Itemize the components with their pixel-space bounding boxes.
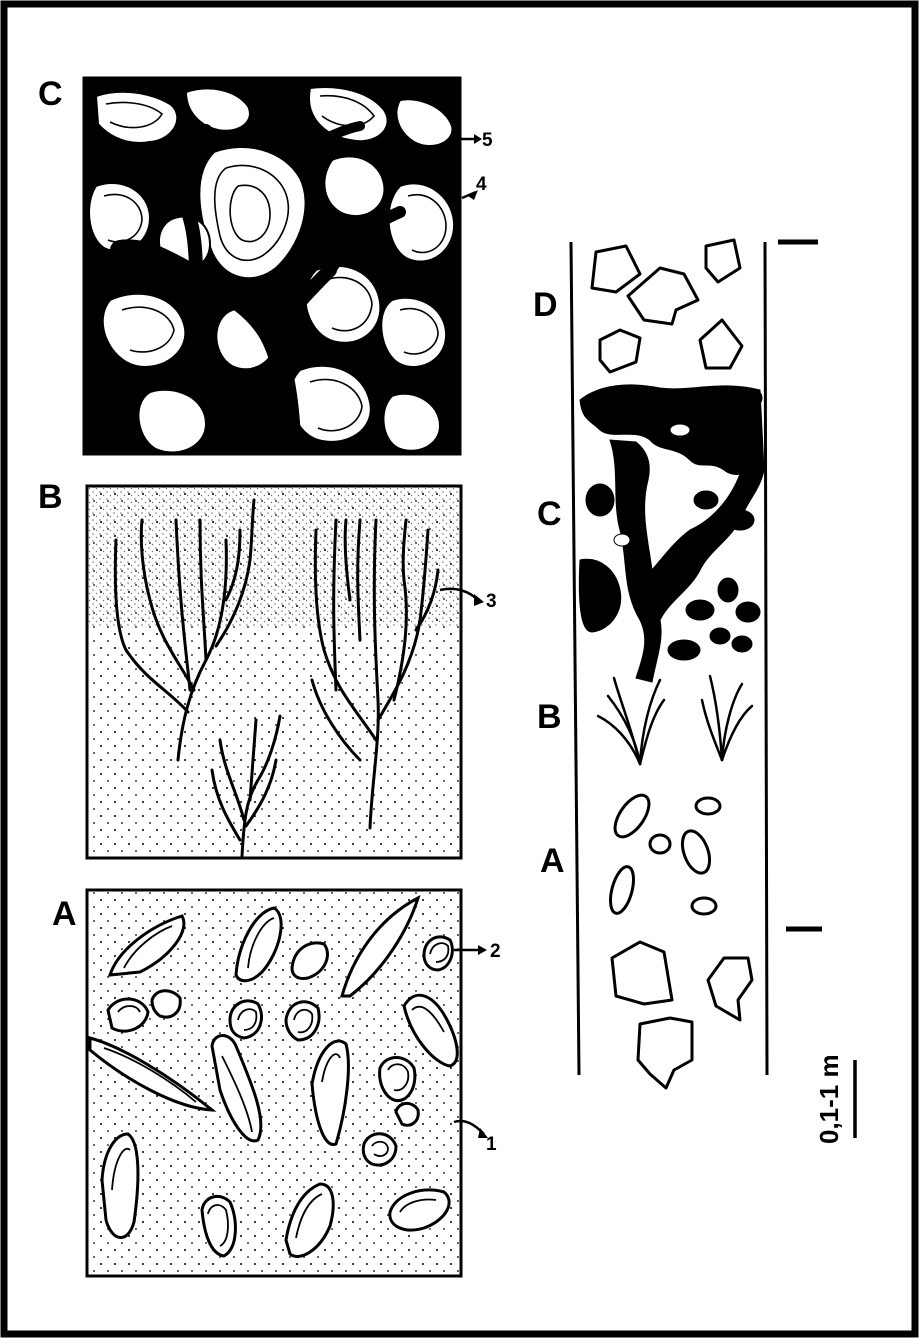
zone-a-fragments: [612, 942, 752, 1088]
panel-b-letter: B: [38, 478, 63, 516]
zone-c-label: C: [537, 495, 562, 533]
zone-d-fragments: [592, 240, 742, 372]
scale-bar: 0,1-1 m: [814, 1054, 855, 1144]
panel-b: B: [38, 478, 497, 858]
zone-b-roots: [598, 676, 752, 764]
zone-b-label: B: [537, 698, 562, 736]
panel-c-mass: [84, 78, 460, 454]
scale-label: 0,1-1 m: [814, 1054, 844, 1144]
callout-5: 5: [458, 130, 493, 151]
panel-c-letter: C: [38, 75, 63, 113]
svg-text:1: 1: [486, 1134, 497, 1155]
column-left-wall: [571, 242, 579, 1075]
zone-a-label: A: [540, 842, 565, 880]
panel-a-letter: A: [52, 895, 77, 933]
panel-c: C: [38, 75, 493, 454]
profile-column: D C B A: [533, 240, 855, 1144]
svg-text:4: 4: [476, 174, 487, 195]
zone-a-aggregates: [606, 789, 720, 915]
callout-4: 4: [462, 174, 487, 200]
zone-c-mass: [579, 385, 764, 682]
svg-text:3: 3: [486, 591, 497, 612]
svg-text:2: 2: [490, 941, 501, 962]
column-right-wall: [765, 242, 767, 1075]
zone-d-label: D: [533, 286, 558, 324]
panel-a: A: [52, 890, 501, 1276]
svg-text:5: 5: [482, 130, 493, 151]
